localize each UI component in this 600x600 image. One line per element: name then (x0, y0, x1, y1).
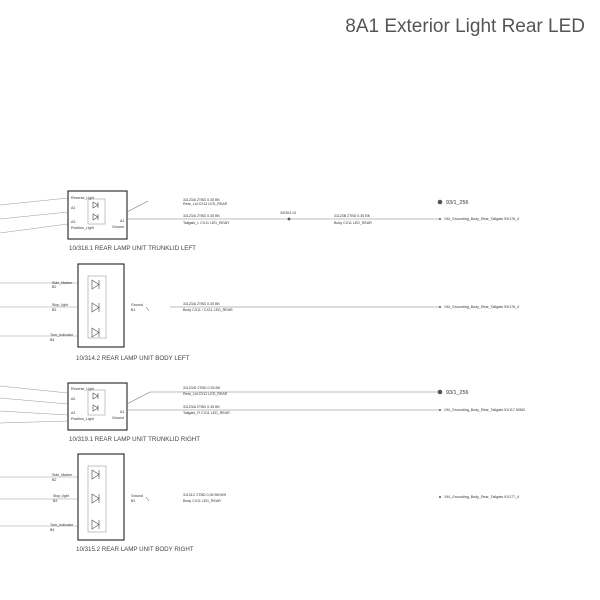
led-diode-icon (91, 327, 100, 338)
pin-label: Stop_light (52, 303, 68, 307)
wire-label: Rear_Lid CX11 LED_REAR (183, 392, 228, 396)
wire-label: Body CX11 LED_REAR (334, 221, 372, 225)
splice-point[interactable] (287, 217, 291, 221)
pin-label: Side_Marker (52, 281, 73, 285)
led-diode-icon (91, 302, 100, 313)
unit-label: 10/314.2 REAR LAMP UNIT BODY LEFT (76, 355, 190, 362)
connector-dot (439, 409, 441, 411)
wire-label: Tailgate_L CX11 LED_REAR (183, 221, 229, 225)
led-diode-icon (91, 519, 100, 530)
destination-label: 194_Grounding_Body_Rear_Tailgate.91/117.… (444, 408, 525, 412)
wire-label: 31123/A 2TBD 0.35 BK (183, 405, 220, 409)
pin-label: Turn_Indicator (50, 523, 74, 527)
pin-label: Ground (131, 303, 143, 307)
unit-box[interactable] (67, 382, 128, 431)
pin-label: Side_Marker (52, 473, 73, 477)
pin-label: Reverse_Light (71, 196, 94, 200)
unit-box[interactable] (77, 453, 125, 541)
pin-label: A2 (71, 397, 75, 401)
led-diode-icon (92, 213, 99, 221)
led-diode-icon (91, 279, 100, 290)
pin-label: B2 (52, 478, 56, 482)
unit-label: 10/315.2 REAR LAMP UNIT BODY RIGHT (76, 546, 194, 553)
pin-label: A1 (120, 410, 124, 414)
led-diode-icon (91, 469, 100, 480)
led-diode-icon (92, 201, 99, 209)
pin-label: B2 (52, 285, 56, 289)
connector-dot (439, 218, 441, 220)
wire-label: 31123/D 2TBD 0.35 BK (183, 386, 221, 390)
pin-label: Stop_light (53, 494, 69, 498)
pin-label: B4 (50, 338, 54, 342)
pin-label: Position_Light (71, 226, 94, 230)
connector-dot (439, 496, 441, 498)
unit-box[interactable] (77, 263, 125, 348)
connector-dot (439, 306, 441, 308)
ground-point-label: 93/1_256 (446, 200, 468, 206)
unit-label: 10/319.1 REAR LAMP UNIT TRUNKLID RIGHT (69, 436, 200, 443)
pin-label: Turn_Indicator (50, 333, 74, 337)
pin-label: B3 (53, 499, 57, 503)
wire-label: 31123/A 2TBD 0.35 BK (183, 214, 220, 218)
pin-label: A3 (71, 411, 75, 415)
pin-label: A3 (71, 220, 75, 224)
wire-label: 31123/A 2TBD 0.35 BK (183, 302, 220, 306)
ground-point-label: 93/1_256 (446, 390, 468, 396)
junction-label: 34/304.13 (280, 211, 296, 215)
wire-label: Body CX11 LED_REAR (183, 499, 221, 503)
rear-lamp-unit-trunklid-left[interactable]: Reverse_Light A2 A3 Position_Light A1 Gr… (0, 190, 519, 252)
led-diode-icon (91, 493, 100, 504)
pin-label: A1 (120, 219, 124, 223)
rear-lamp-unit-body-right[interactable]: Side_Marker B2 Stop_light B3 Turn_Indica… (0, 453, 519, 553)
pin-label: A2 (71, 206, 75, 210)
pin-label: B4 (50, 528, 54, 532)
pin-label: Reverse_Light (71, 387, 94, 391)
page-title: 8A1 Exterior Light Rear LED (345, 16, 585, 37)
pin-label: Ground (112, 416, 124, 420)
ground-point-icon[interactable] (437, 389, 443, 395)
wire-label: 31123/A 2TBD 0.35 BK (183, 198, 220, 202)
wire-label: Tailgate_R CX11 LED_REAR (183, 411, 230, 415)
destination-label: 194_Grounding_Body_Rear_Tailgate.93/176_… (444, 217, 519, 221)
destination-label: 194_Grounding_Body_Rear_Tailgate.93/176_… (444, 305, 519, 309)
pin-label: Ground (112, 225, 124, 229)
destination-label: 194_Grounding_Body_Rear_Tailgate.91/177_… (444, 495, 519, 499)
wire-label: Body CX11 / CX11 LED_REAR (183, 308, 233, 312)
rear-lamp-unit-body-left[interactable]: Side_Marker B2 Stop_light B3 Turn_Indica… (0, 263, 519, 362)
led-diode-icon (92, 392, 99, 400)
ground-point-icon[interactable] (437, 199, 443, 205)
pin-label: Ground (131, 494, 143, 498)
wire-label: 31123B 2TBD 0.35 BK (334, 214, 371, 218)
pin-label: B1 (131, 308, 135, 312)
wire-label: 31101C 2TBD 0.35 BK/WH (183, 493, 227, 497)
unit-label: 10/318.1 REAR LAMP UNIT TRUNKLID LEFT (69, 245, 196, 252)
unit-box[interactable] (67, 190, 128, 240)
pin-label: Position_Light (71, 417, 94, 421)
wire-label: Rear_Lid CX11 LED_REAR (183, 202, 228, 206)
rear-lamp-unit-trunklid-right[interactable]: Reverse_Light A2 A3 Position_Light A1 Gr… (0, 382, 525, 443)
pin-label: B3 (52, 308, 56, 312)
led-diode-icon (92, 404, 99, 412)
pin-label: B1 (131, 499, 135, 503)
